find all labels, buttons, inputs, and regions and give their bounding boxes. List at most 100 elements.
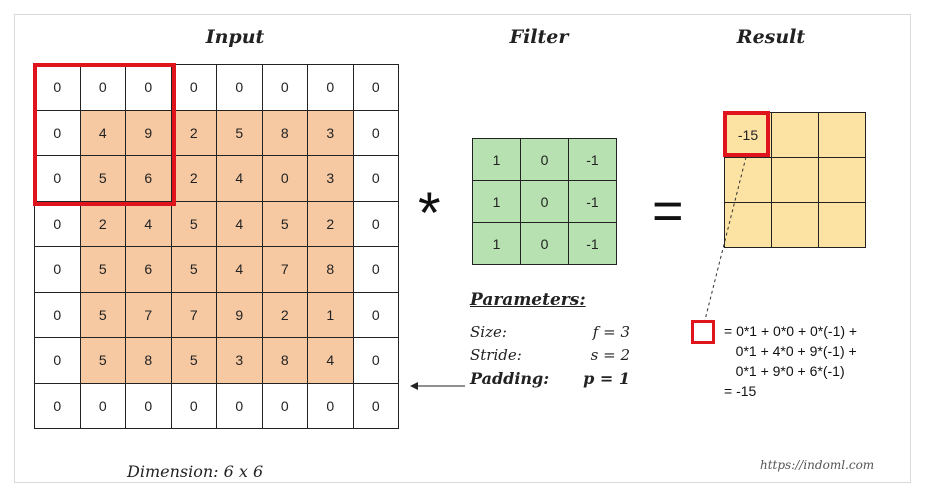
param-stride-label: Stride:: [470, 346, 522, 364]
filter-cell: -1: [568, 222, 617, 265]
input-cell: 6: [125, 246, 172, 293]
param-padding-label: Padding:: [470, 369, 550, 388]
input-cell: 2: [261, 291, 308, 338]
input-cell: 8: [261, 337, 308, 384]
input-cell: 7: [125, 291, 172, 338]
input-cell: 0: [34, 246, 81, 293]
filter-cell: 0: [520, 138, 569, 181]
formula-cell-marker: [691, 320, 715, 344]
result-title: Result: [736, 26, 806, 48]
param-padding: Padding: p = 1: [470, 369, 630, 391]
input-cell: 5: [79, 291, 126, 338]
input-cell: 2: [170, 155, 217, 202]
formula-line: 0*1 + 4*0 + 9*(-1) +: [724, 343, 857, 359]
result-cell: [724, 202, 772, 248]
input-cell: 2: [307, 200, 354, 247]
input-cell: 0: [170, 64, 217, 111]
input-cell: 0: [352, 64, 399, 111]
param-size-value: f = 3: [592, 323, 630, 341]
input-cell: 0: [170, 382, 217, 429]
input-cell: 0: [261, 155, 308, 202]
input-cell: 4: [307, 337, 354, 384]
input-cell: 0: [34, 337, 81, 384]
parameters-title: Parameters:: [470, 290, 586, 310]
equals-operator: =: [652, 181, 684, 241]
filter-cell: -1: [568, 138, 617, 181]
input-cell: 0: [34, 291, 81, 338]
input-cell: 0: [34, 64, 81, 111]
filter-cell: 0: [520, 180, 569, 223]
input-cell: 0: [79, 382, 126, 429]
input-cell: 3: [216, 337, 263, 384]
input-cell: 0: [307, 64, 354, 111]
input-cell: 9: [216, 291, 263, 338]
param-stride-value: s = 2: [590, 346, 630, 364]
input-cell: 0: [34, 382, 81, 429]
input-cell: 0: [216, 64, 263, 111]
input-cell: 0: [261, 382, 308, 429]
input-cell: 0: [352, 291, 399, 338]
input-cell: 0: [216, 382, 263, 429]
input-cell: 5: [79, 155, 126, 202]
input-cell: 0: [352, 246, 399, 293]
dimension-label: Dimension: 6 x 6: [127, 462, 264, 481]
input-cell: 4: [216, 246, 263, 293]
input-cell: 0: [34, 109, 81, 156]
input-cell: 8: [307, 246, 354, 293]
input-title: Input: [205, 26, 265, 48]
formula-line: = 0*1 + 0*0 + 0*(-1) +: [724, 323, 858, 339]
input-cell: 4: [79, 109, 126, 156]
formula-line: = -15: [724, 383, 757, 399]
result-cell: [818, 112, 866, 158]
filter-cell: 1: [472, 180, 521, 223]
input-cell: 5: [261, 200, 308, 247]
formula-line: 0*1 + 9*0 + 6*(-1): [724, 363, 845, 379]
param-size: Size: f = 3: [470, 323, 630, 343]
result-row: [724, 202, 866, 248]
convolution-operator: *: [418, 181, 441, 246]
result-cell: [818, 157, 866, 203]
input-cell: 0: [125, 382, 172, 429]
filter-title: Filter: [509, 26, 569, 48]
result-cell: [818, 202, 866, 248]
input-cell: 5: [216, 109, 263, 156]
input-cell: 5: [170, 200, 217, 247]
input-cell: 4: [125, 200, 172, 247]
input-cell: 3: [307, 109, 354, 156]
input-cell: 5: [79, 337, 126, 384]
result-cell: [724, 157, 772, 203]
input-cell: 0: [261, 64, 308, 111]
figure-frame: [14, 14, 911, 483]
filter-cell: 0: [520, 222, 569, 265]
input-cell: 0: [352, 337, 399, 384]
input-cell: 5: [170, 337, 217, 384]
input-cell: 0: [352, 155, 399, 202]
input-cell: 0: [34, 200, 81, 247]
input-cell: 4: [216, 200, 263, 247]
input-receptive-field-highlight: [33, 63, 176, 206]
result-row: -15: [724, 112, 866, 158]
input-cell: 2: [79, 200, 126, 247]
param-stride: Stride: s = 2: [470, 346, 630, 366]
filter-cell: 1: [472, 222, 521, 265]
input-cell: 3: [307, 155, 354, 202]
filter-cell: -1: [568, 180, 617, 223]
input-cell: 6: [125, 155, 172, 202]
param-size-label: Size:: [470, 323, 507, 341]
input-cell: 5: [79, 246, 126, 293]
input-cell: 5: [170, 246, 217, 293]
result-cell-highlight: [723, 111, 770, 157]
input-cell: 8: [125, 337, 172, 384]
input-cell: 2: [170, 109, 217, 156]
